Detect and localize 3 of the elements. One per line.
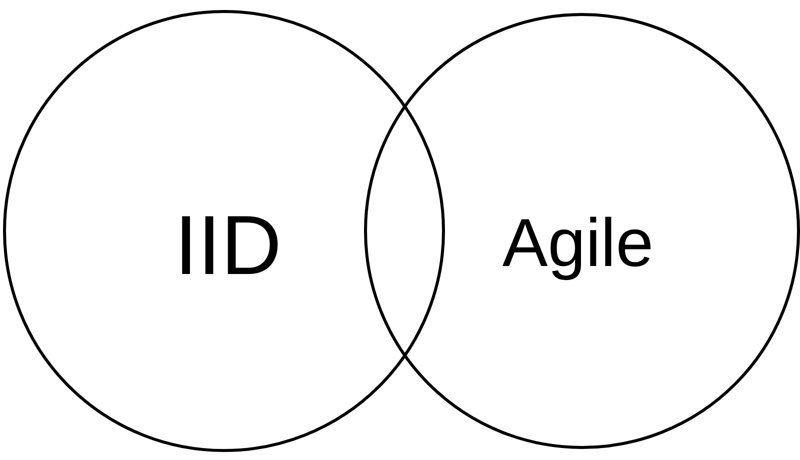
- venn-circle: [364, 13, 800, 449]
- circle-label: IID: [174, 203, 282, 287]
- venn-circle: [3, 10, 445, 452]
